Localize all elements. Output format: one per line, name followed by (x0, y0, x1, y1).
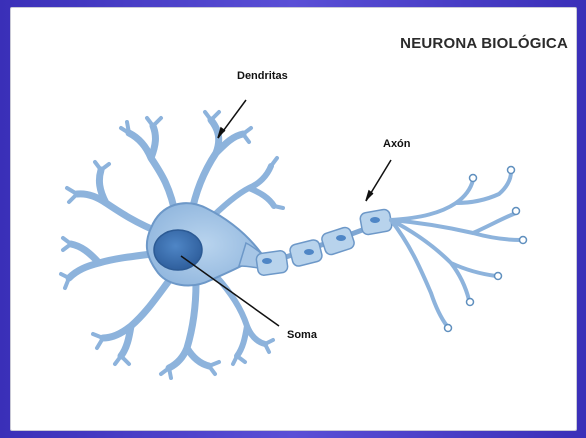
diagram-card: NEURONA BIOLÓGICA Dendritas Axón Soma (10, 7, 577, 431)
label-dendrites: Dendritas (237, 70, 288, 82)
label-soma: Soma (287, 329, 317, 341)
synaptic-knobs (445, 167, 527, 332)
neuron-illustration (11, 8, 578, 432)
axon-terminals (391, 172, 521, 326)
label-axon: Axón (383, 138, 411, 150)
nucleus (154, 230, 202, 270)
diagram-title: NEURONA BIOLÓGICA (400, 35, 568, 52)
axon (256, 209, 393, 276)
